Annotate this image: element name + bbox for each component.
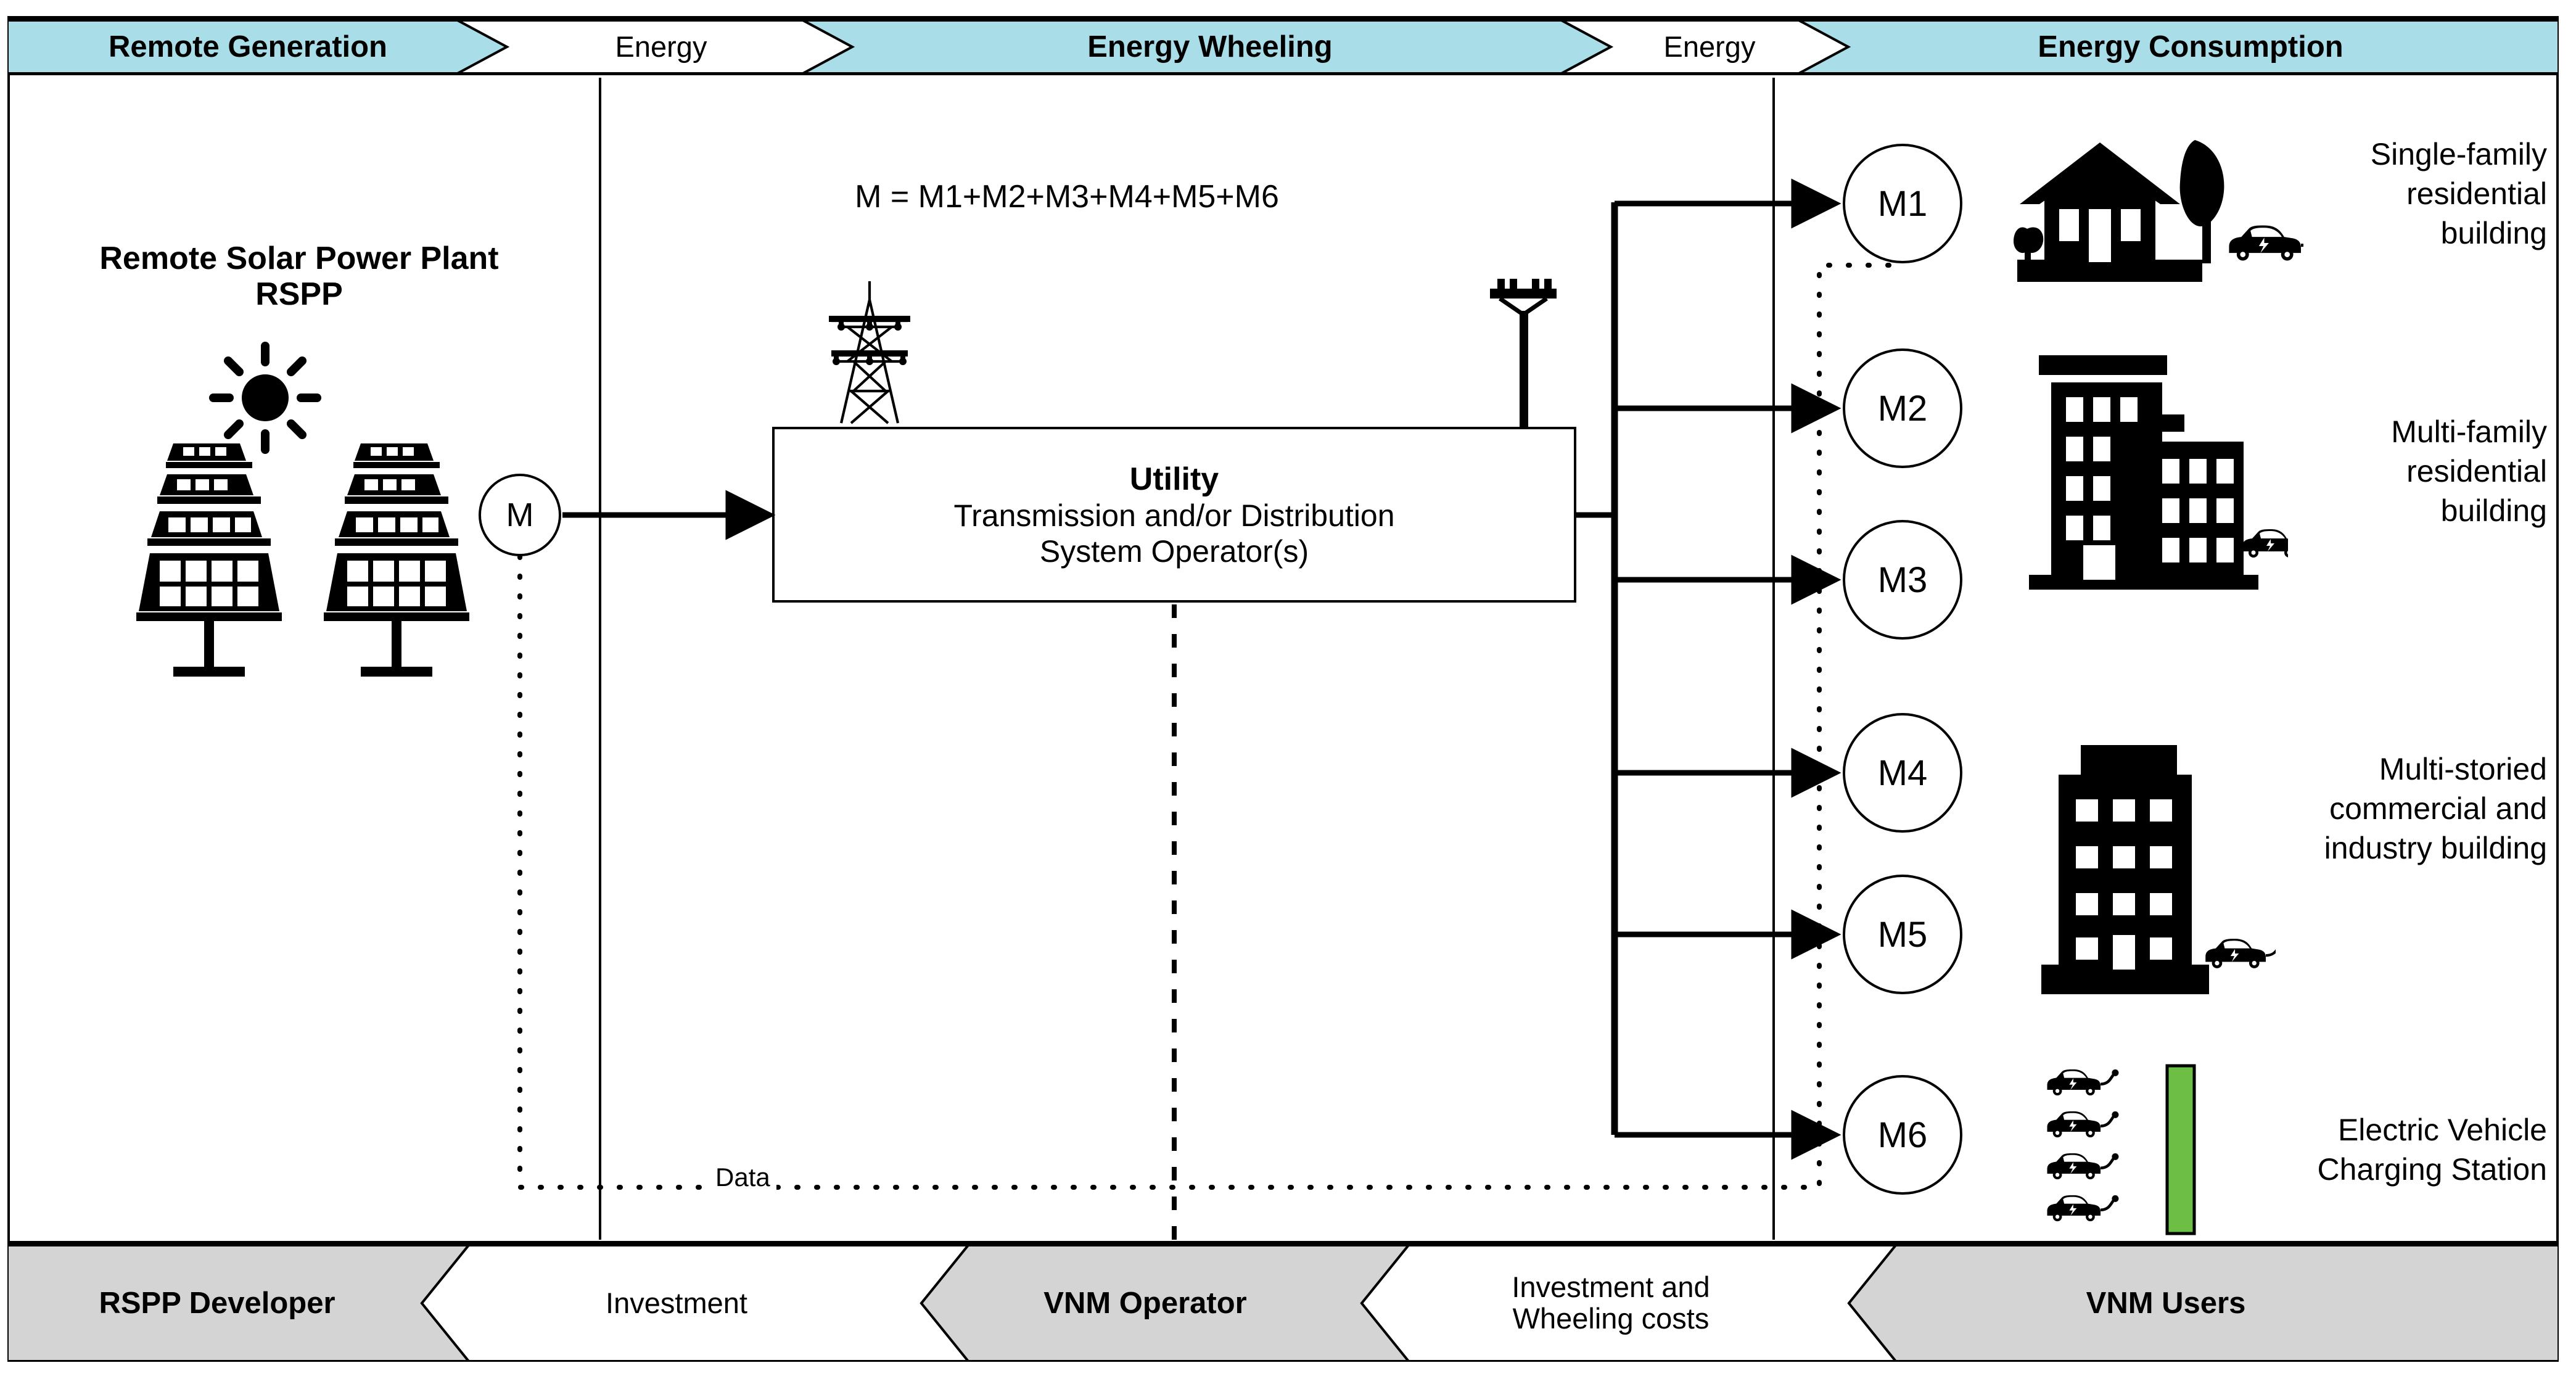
rspp-title-line1: Remote Solar Power Plant	[99, 241, 499, 276]
distribution-pole-icon	[1480, 276, 1566, 431]
band-label-investment: Investment	[606, 1286, 747, 1319]
load-label-multi-family-line2: residential	[2406, 454, 2547, 488]
meter-m4: M4	[1843, 713, 1962, 833]
divider-generation-wheeling	[599, 78, 601, 1240]
band-label-energy-2: Energy	[1663, 30, 1756, 63]
band-label-energy-wheeling: Energy Wheeling	[1087, 30, 1333, 64]
bottom-seg-3-shape	[920, 1245, 1410, 1361]
ev-car-icon	[2242, 529, 2288, 558]
apartment-blocks-ev-icon	[2004, 345, 2288, 592]
bottom-actor-band: RSPP Developer Investment VNM Operator I…	[7, 1241, 2559, 1362]
ev-car-icon	[2229, 225, 2303, 261]
bottom-seg-5-shape	[1847, 1245, 2559, 1361]
rspp-title: Remote Solar Power Plant RSPP	[56, 241, 543, 312]
ev-charging-station-icon	[2041, 1061, 2226, 1240]
utility-box: Utility Transmission and/or Distribution…	[772, 427, 1576, 603]
utility-subtitle-line2: System Operator(s)	[1039, 534, 1309, 569]
bottom-seg-4-shape	[1360, 1245, 1898, 1361]
load-label-commercial: Multi-storied commercial and industry bu…	[2208, 749, 2547, 868]
charger-post	[2165, 1064, 2196, 1235]
divider-wheeling-consumption	[1772, 78, 1775, 1240]
top-process-band: Remote Generation Energy Energy Wheeling…	[7, 16, 2559, 75]
load-label-multi-family-line3: building	[2440, 493, 2547, 528]
data-dotted-path	[517, 232, 1905, 1190]
utility-subtitle-line1: Transmission and/or Distribution	[953, 498, 1395, 533]
meter-m5: M5	[1843, 875, 1962, 994]
meter-m6: M6	[1843, 1075, 1962, 1195]
load-label-commercial-line3: industry building	[2324, 831, 2547, 865]
top-seg-2-shape	[457, 20, 855, 73]
top-seg-3-shape	[802, 20, 1614, 73]
solar-panel-icon	[133, 441, 478, 682]
band-label-investment-wheeling-line1: Investment and	[1512, 1271, 1710, 1304]
band-label-vnm-users: VNM Users	[2086, 1286, 2246, 1320]
utility-title: Utility	[1129, 461, 1219, 497]
office-tower-ev-icon	[2029, 740, 2276, 999]
load-label-ev-station-line2: Charging Station	[2317, 1152, 2547, 1187]
band-label-remote-generation: Remote Generation	[109, 30, 387, 64]
top-seg-5-shape	[1798, 20, 2559, 73]
meter-m1: M1	[1843, 144, 1962, 263]
load-label-single-family-line1: Single-family	[2370, 137, 2547, 171]
meter-m-total: M	[479, 474, 561, 556]
sun-icon	[204, 336, 327, 459]
load-label-commercial-line2: commercial and	[2329, 791, 2547, 826]
band-label-energy-consumption: Energy Consumption	[2038, 30, 2344, 64]
meter-m3: M3	[1843, 520, 1962, 640]
load-label-multi-family: Multi-family residential building	[2245, 412, 2547, 530]
energy-balance-formula: M = M1+M2+M3+M4+M5+M6	[855, 179, 1279, 215]
load-label-multi-family-line1: Multi-family	[2391, 414, 2547, 449]
bottom-seg-2-shape	[420, 1245, 970, 1361]
top-seg-4-shape	[1561, 20, 1851, 73]
data-flow-label: Data	[709, 1163, 776, 1192]
load-label-single-family: Single-family residential building	[2245, 134, 2547, 253]
load-label-single-family-line2: residential	[2406, 176, 2547, 211]
band-label-investment-wheeling-line2: Wheeling costs	[1512, 1302, 1710, 1335]
meter-m2: M2	[1843, 348, 1962, 468]
load-label-single-family-line3: building	[2440, 216, 2547, 250]
band-label-investment-wheeling: Investment and Wheeling costs	[1376, 1245, 1845, 1361]
rspp-title-line2: RSPP	[255, 276, 343, 313]
band-label-energy-1: Energy	[615, 30, 707, 63]
load-label-commercial-line1: Multi-storied	[2379, 752, 2547, 786]
band-label-vnm-operator: VNM Operator	[1043, 1286, 1247, 1320]
transmission-tower-icon	[814, 278, 925, 432]
load-label-ev-station: Electric Vehicle Charging Station	[2208, 1110, 2547, 1189]
bottom-band-chevrons	[7, 1245, 2559, 1361]
house-tree-ev-icon	[2007, 133, 2303, 287]
band-label-rspp-developer: RSPP Developer	[99, 1286, 335, 1320]
top-band-chevrons	[7, 20, 2559, 73]
ev-car-icon	[2205, 939, 2276, 968]
load-label-ev-station-line1: Electric Vehicle	[2337, 1113, 2547, 1147]
